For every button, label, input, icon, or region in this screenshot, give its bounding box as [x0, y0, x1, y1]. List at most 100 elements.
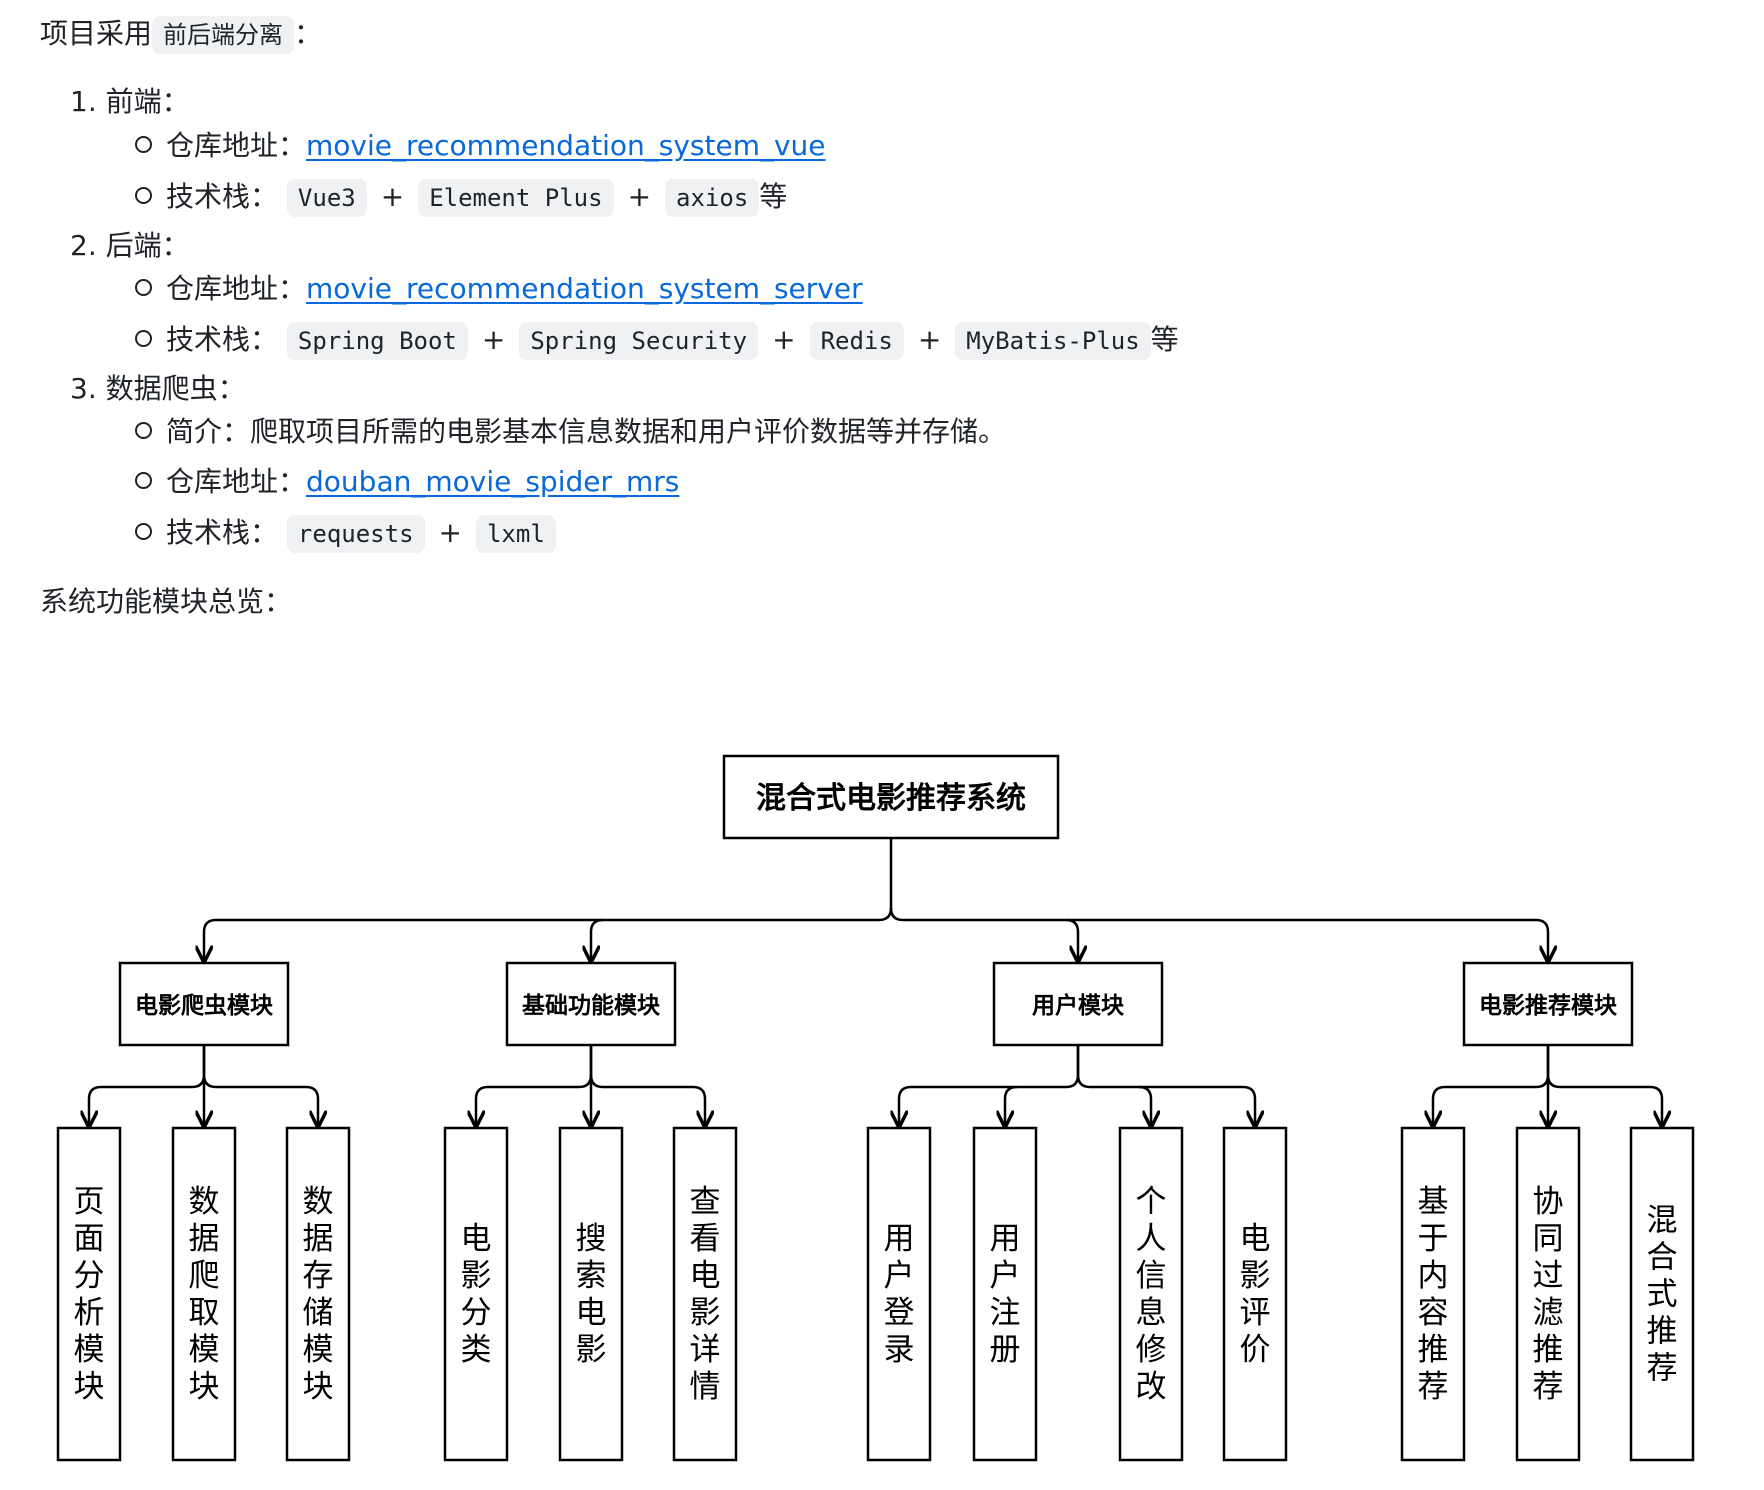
- repo-link-backend[interactable]: movie_recommendation_system_server: [306, 272, 863, 305]
- diagram-module-node: 电影推荐模块: [1462, 961, 1634, 1047]
- section-1-repo: 仓库地址：movie_recommendation_system_vue: [135, 126, 826, 166]
- diagram-leaf-label: 页面分析模块: [74, 1184, 105, 1405]
- stack-suffix: 等: [1150, 323, 1179, 356]
- diagram-leaf-label: 数据爬取模块: [189, 1184, 220, 1405]
- diagram-leaf-node: 页面分析模块: [56, 1126, 122, 1462]
- section-3-title: 3. 数据爬虫：: [70, 369, 246, 409]
- connector: [1433, 1045, 1550, 1126]
- stack-item: Element Plus: [418, 179, 614, 217]
- connector: [1138, 1085, 1151, 1126]
- diagram-leaf-label: 用户注册: [990, 1221, 1021, 1368]
- module-diagram: 混合式电影推荐系统电影爬虫模块页面分析模块数据爬取模块数据存储模块基础功能模块电…: [56, 754, 1695, 1462]
- section-number: 3.: [70, 372, 97, 405]
- diagram-leaf-label: 协同过滤推荐: [1533, 1184, 1564, 1405]
- section-title: 后端：: [105, 229, 190, 262]
- diagram-module-label: 用户模块: [1032, 992, 1124, 1019]
- section-1-title: 1. 前端：: [70, 82, 190, 122]
- plus-sign: +: [438, 516, 462, 549]
- repo-label: 仓库地址：: [166, 272, 307, 305]
- intro-code: 前后端分离: [152, 16, 295, 54]
- diagram-module-node: 基础功能模块: [505, 961, 677, 1047]
- diagram-leaf-label: 混合式推荐: [1647, 1203, 1678, 1387]
- diagram-module-node: 用户模块: [992, 961, 1164, 1047]
- diagram-leaf-node: 用户注册: [972, 1126, 1038, 1462]
- intro-prefix: 项目采用: [40, 17, 153, 50]
- stack-suffix: 等: [759, 180, 788, 213]
- stack-item: requests: [286, 515, 425, 553]
- intro-text: 爬取项目所需的电影基本信息数据和用户评价数据等并存储。: [250, 415, 1007, 448]
- diagram-module-label: 电影爬虫模块: [135, 993, 273, 1019]
- intro-line: 项目采用前后端分离：: [40, 14, 322, 55]
- bullet-icon: [135, 329, 152, 347]
- diagram-leaf-label: 电影分类: [461, 1221, 492, 1368]
- connector: [202, 1074, 318, 1126]
- section-2-title: 2. 后端：: [70, 226, 190, 266]
- stack-label: 技术栈：: [166, 323, 279, 356]
- diagram-root-node: 混合式电影推荐系统: [722, 754, 1060, 840]
- connector: [589, 1074, 705, 1126]
- diagram-leaf-label: 用户登录: [884, 1221, 915, 1368]
- diagram-root-label: 混合式电影推荐系统: [756, 781, 1026, 816]
- diagram-leaf-node: 查看电影详情: [672, 1126, 738, 1462]
- bullet-icon: [135, 421, 152, 439]
- bullet-icon: [135, 471, 152, 489]
- stack-item: axios: [665, 179, 760, 217]
- repo-link-frontend[interactable]: movie_recommendation_system_vue: [306, 129, 826, 162]
- plus-sign: +: [627, 180, 652, 213]
- stack-item: MyBatis-Plus: [955, 322, 1151, 360]
- diagram-leaf-label: 电影评价: [1240, 1221, 1271, 1368]
- diagram-leaf-node: 基于内容推荐: [1400, 1126, 1466, 1462]
- section-3-intro: 简介：爬取项目所需的电影基本信息数据和用户评价数据等并存储。: [135, 412, 1006, 452]
- stack-label: 技术栈：: [166, 516, 279, 549]
- section-number: 1.: [70, 85, 97, 118]
- plus-sign: +: [481, 323, 506, 356]
- diagram-module-label: 电影推荐模块: [1479, 993, 1617, 1019]
- bullet-icon: [135, 135, 152, 153]
- stack-label: 技术栈：: [166, 180, 279, 213]
- diagram-module-node: 电影爬虫模块: [118, 961, 290, 1047]
- connector: [889, 907, 1548, 961]
- plus-sign: +: [917, 323, 942, 356]
- diagram-leaf-label: 基于内容推荐: [1418, 1184, 1449, 1405]
- repo-label: 仓库地址：: [166, 129, 307, 162]
- diagram-leaf-label: 数据存储模块: [303, 1184, 334, 1405]
- stack-item: Spring Security: [519, 322, 759, 360]
- stack-item: Redis: [809, 322, 904, 360]
- plus-sign: +: [380, 180, 405, 213]
- intro-label: 简介：: [166, 415, 251, 448]
- section-2-repo: 仓库地址：movie_recommendation_system_server: [135, 269, 863, 309]
- connector: [1546, 1074, 1662, 1126]
- connector: [89, 1045, 206, 1126]
- section-3-repo: 仓库地址：douban_movie_spider_mrs: [135, 462, 679, 502]
- diagram-module-label: 基础功能模块: [522, 992, 660, 1019]
- diagram-leaf-node: 数据爬取模块: [171, 1126, 237, 1462]
- diagram-leaf-node: 协同过滤推荐: [1515, 1126, 1581, 1462]
- section-title: 前端：: [105, 85, 190, 118]
- diagram-leaf-label: 个人信息修改: [1136, 1184, 1167, 1405]
- connector: [591, 918, 604, 961]
- bullet-icon: [135, 522, 152, 540]
- repo-link-spider[interactable]: douban_movie_spider_mrs: [306, 465, 680, 498]
- bullet-icon: [135, 278, 152, 296]
- connector: [204, 838, 893, 961]
- diagram-leaf-node: 用户登录: [866, 1126, 932, 1462]
- plus-sign: +: [772, 323, 796, 356]
- diagram-leaf-node: 数据存储模块: [285, 1126, 351, 1462]
- section-3-stack: 技术栈： requests + lxml: [135, 513, 556, 554]
- connector: [1076, 1074, 1255, 1126]
- overview-title: 系统功能模块总览：: [40, 585, 293, 618]
- connector: [899, 1045, 1080, 1126]
- diagram-leaf-node: 搜索电影: [558, 1126, 624, 1462]
- diagram-leaf-label: 查看电影详情: [690, 1184, 721, 1405]
- stack-item: lxml: [475, 515, 556, 553]
- diagram-leaf-node: 个人信息修改: [1118, 1126, 1184, 1462]
- intro-suffix: ：: [294, 17, 323, 50]
- connector: [476, 1045, 593, 1126]
- section-number: 2.: [70, 229, 97, 262]
- section-2-stack: 技术栈： Spring Boot+Spring Security+Redis+M…: [135, 320, 1179, 361]
- diagram-leaf-node: 电影评价: [1222, 1126, 1288, 1462]
- connector: [1005, 1085, 1018, 1126]
- diagram-leaf-label: 搜索电影: [576, 1221, 607, 1368]
- repo-label: 仓库地址：: [166, 465, 307, 498]
